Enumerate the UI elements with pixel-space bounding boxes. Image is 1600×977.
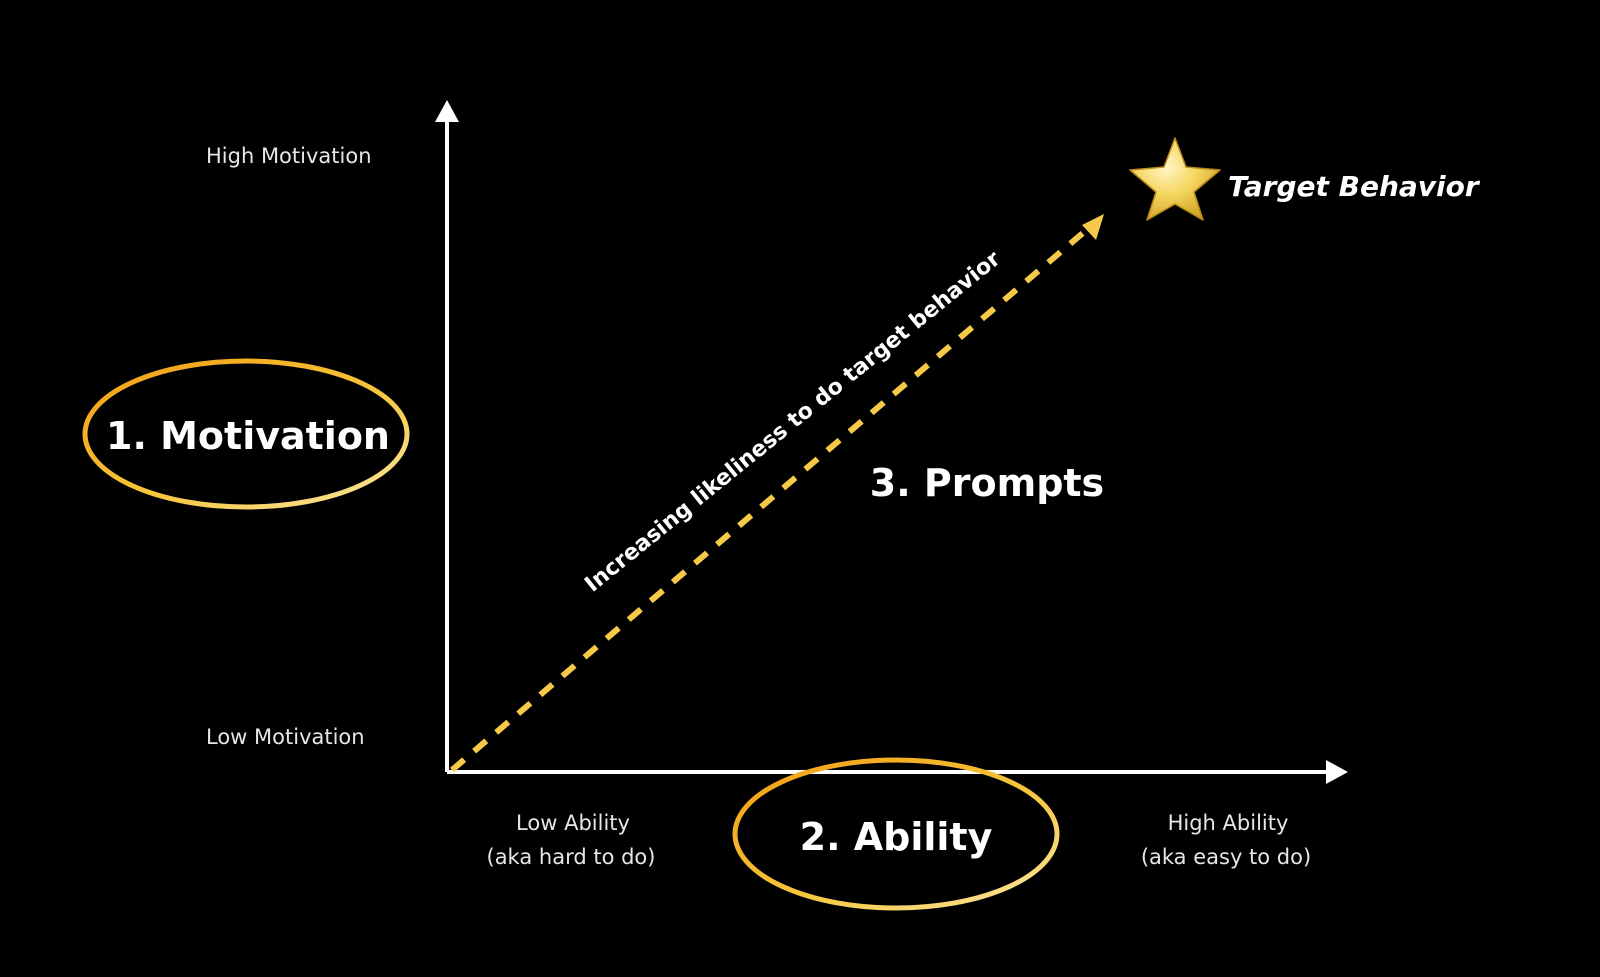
y-axis-high-label: High Motivation	[206, 144, 372, 168]
x-axis-high-label-line2: (aka easy to do)	[1141, 845, 1311, 869]
y-axis-arrowhead	[435, 100, 459, 122]
x-axis	[447, 760, 1348, 784]
likeliness-arrow-label: Increasing likeliness to do target behav…	[580, 246, 1005, 597]
target-behavior-label: Target Behavior	[1228, 170, 1481, 203]
likeliness-dashed-line	[450, 224, 1092, 773]
ability-ring	[732, 757, 1060, 911]
star-icon	[1129, 137, 1221, 221]
target-behavior: Target Behavior	[1129, 137, 1481, 221]
motivation-ring	[82, 358, 410, 510]
likeliness-arrow	[450, 214, 1104, 773]
prompts-label: 3. Prompts	[870, 461, 1104, 505]
ability-factor: 2. Ability	[732, 757, 1060, 911]
likeliness-arrowhead	[1082, 214, 1104, 240]
motivation-factor: 1. Motivation	[82, 358, 410, 510]
ability-label: 2. Ability	[800, 815, 993, 859]
motivation-label: 1. Motivation	[106, 414, 390, 458]
x-axis-low-label-line1: Low Ability	[516, 811, 630, 835]
x-axis-arrowhead	[1326, 760, 1348, 784]
x-axis-low-label-line2: (aka hard to do)	[487, 845, 656, 869]
x-axis-high-label-line1: High Ability	[1168, 811, 1289, 835]
y-axis-low-label: Low Motivation	[206, 725, 365, 749]
y-axis	[435, 100, 459, 772]
